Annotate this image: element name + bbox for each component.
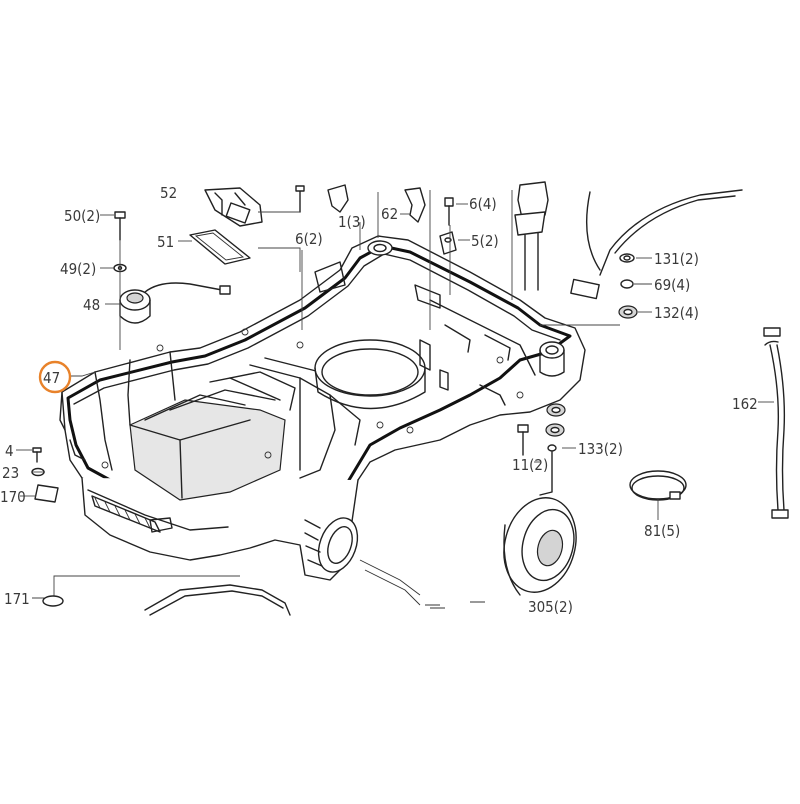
- label-49: 49(2): [60, 260, 96, 278]
- label-5: 5(2): [471, 232, 499, 250]
- gasket-part-171: [144, 584, 291, 616]
- leader-lines: [16, 190, 774, 599]
- label-131: 131(2): [654, 250, 699, 268]
- bracket-part-52: [204, 187, 263, 227]
- o-ring-part-171: [42, 595, 64, 607]
- label-171: 171: [4, 590, 30, 608]
- wheel-part-305: [503, 497, 577, 596]
- cable-part-162: [763, 327, 789, 519]
- label-48: 48: [83, 296, 100, 314]
- label-81: 81(5): [644, 522, 680, 540]
- label-162: 162: [732, 395, 758, 413]
- label-52: 52: [160, 184, 177, 202]
- label-132: 132(4): [654, 304, 699, 322]
- label-170: 170: [0, 488, 26, 506]
- label-6b: 6(4): [469, 195, 497, 213]
- label-133: 133(2): [578, 440, 623, 458]
- label-11: 11(2): [512, 456, 548, 474]
- label-23: 23: [2, 464, 19, 482]
- cable-connector: [570, 189, 743, 300]
- label-51: 51: [157, 233, 174, 251]
- label-69: 69(4): [654, 276, 690, 294]
- part-labels: 50(2) 49(2) 48 47 4 23 170 171 51 52 6(2…: [0, 184, 758, 616]
- sensor-part-48: [119, 282, 231, 324]
- label-305: 305(2): [528, 598, 573, 616]
- label-6a: 6(2): [295, 230, 323, 248]
- label-62: 62: [381, 205, 398, 223]
- label-1: 1(3): [338, 213, 366, 231]
- housing-part-47: [59, 235, 586, 581]
- label-4: 4: [5, 442, 14, 460]
- highlight-circle: [38, 360, 72, 394]
- clamp-part-81: [629, 470, 687, 501]
- label-47: 47: [43, 369, 60, 387]
- pad-part-51: [189, 229, 251, 265]
- motor-shaft-top: [514, 181, 549, 291]
- label-50: 50(2): [64, 207, 100, 225]
